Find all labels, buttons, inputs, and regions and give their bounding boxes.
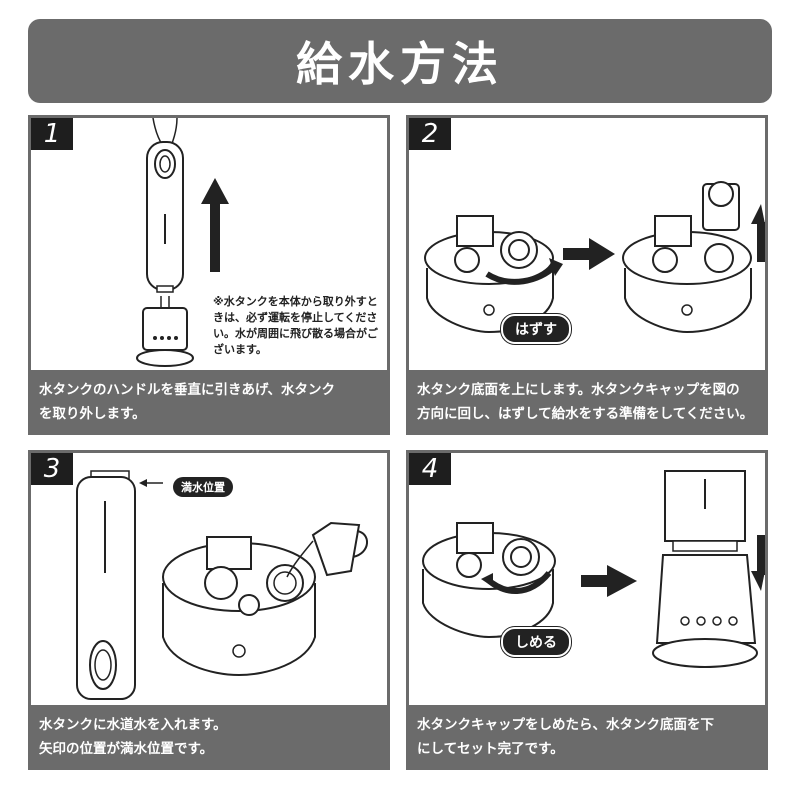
caption-line: 方向に回し、はずして給水をする準備をしてください。 (417, 406, 754, 422)
caption-line: を取り外します。 (39, 406, 146, 422)
water-tank-icon (76, 470, 136, 700)
tighten-label: しめる (501, 627, 571, 657)
rotate-arrow-icon (485, 263, 558, 285)
left-arrow-icon (139, 479, 163, 487)
caption-line: 水タンク底面を上にします。水タンクキャップを図の (417, 382, 740, 398)
step-caption: 水タンクに水道水を入れます。 矢印の位置が満水位置です。 (31, 705, 387, 767)
up-arrow-icon (201, 178, 229, 272)
tank-bottom-icon (162, 536, 316, 677)
down-arrow-icon (751, 535, 765, 591)
step-1-panel: ※水タンクを本体から取り外すときは、必ず運転を停止してください。水が周囲に飛び散… (28, 115, 390, 435)
remove-label: はずす (501, 314, 571, 344)
right-arrow-icon (563, 238, 615, 270)
step-number: 1 (31, 118, 73, 150)
up-arrow-icon (751, 204, 765, 262)
caption-line: 矢印の位置が満水位置です。 (39, 741, 214, 757)
page-title: 給水方法 (296, 37, 504, 91)
full-water-level-label: 満水位置 (173, 477, 233, 497)
right-arrow-icon (581, 565, 637, 597)
step-2-illustration (424, 181, 765, 334)
measuring-cup-icon (286, 521, 368, 578)
caption-line: 水タンクに水道水を入れます。 (39, 717, 227, 733)
caution-note: ※水タンクを本体から取り外すときは、必ず運転を停止してください。水が周囲に飛び散… (213, 295, 378, 356)
step-caption: 水タンク底面を上にします。水タンクキャップを図の 方向に回し、はずして給水をする… (409, 370, 765, 432)
step-4-panel: しめる 4 水タンクキャップをしめたら、水タンク底面を下 にしてセット完了です。 (406, 450, 768, 770)
step-caption: 水タンクのハンドルを垂直に引きあげ、水タンク を取り外します。 (31, 370, 387, 432)
step-number: 2 (409, 118, 451, 150)
caption-line: にしてセット完了です。 (417, 741, 564, 757)
step-2-panel: はずす 2 水タンク底面を上にします。水タンクキャップを図の 方向に回し、はずし… (406, 115, 768, 435)
title-banner: 給水方法 (28, 19, 772, 103)
caption-line: 水タンクキャップをしめたら、水タンク底面を下 (417, 717, 714, 733)
step-number: 4 (409, 453, 451, 485)
step-caption: 水タンクキャップをしめたら、水タンク底面を下 にしてセット完了です。 (409, 705, 765, 767)
step-number: 3 (31, 453, 73, 485)
tank-bottom-icon (422, 522, 556, 639)
caption-line: 水タンクのハンドルを垂直に引きあげ、水タンク (39, 382, 336, 398)
tank-bottom-open-icon (622, 181, 752, 334)
humidifier-base-icon (142, 307, 188, 351)
step-1-illustration (136, 118, 229, 367)
step-3-panel: 満水位置 3 水タンクに水道水を入れます。 矢印の位置が満水位置です。 (28, 450, 390, 770)
step-3-illustration (76, 470, 368, 700)
step-4-illustration (422, 470, 765, 668)
humidifier-assembled-icon (652, 470, 758, 668)
